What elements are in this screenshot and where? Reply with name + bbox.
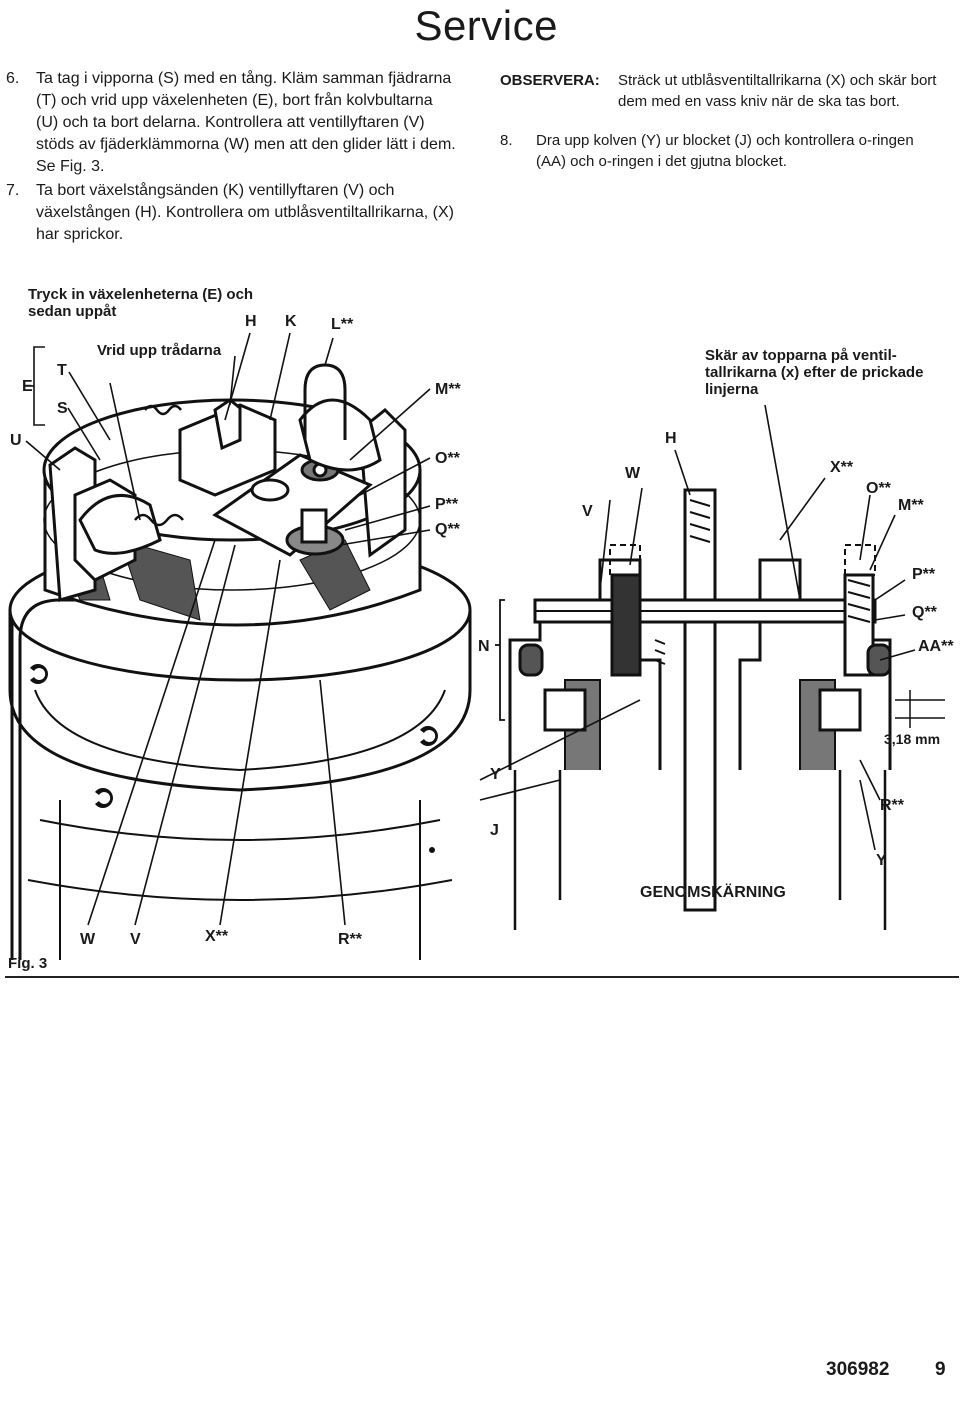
label-AA: AA** [918, 638, 954, 655]
label-H-right: H [665, 430, 677, 447]
label-P: P** [435, 496, 459, 513]
label-W: W [80, 931, 96, 948]
section-label: GENOMSKÄRNING [640, 884, 786, 901]
label-J: J [490, 822, 499, 839]
label-M: M** [435, 381, 461, 398]
caption-twist: Vrid upp trådarna [97, 342, 222, 359]
step-text: Ta tag i vipporna (S) med en tång. Kläm … [36, 70, 456, 175]
figure-rule [5, 976, 959, 978]
step-6: 6. Ta tag i vipporna (S) med en tång. Kl… [6, 68, 456, 178]
label-R-right: R** [880, 797, 905, 814]
note-text: Sträck ut utblåsventiltallrikarna (X) oc… [618, 72, 937, 110]
label-M-right: M** [898, 497, 924, 514]
label-P-right: P** [912, 566, 936, 583]
step-text: Dra upp kolven (Y) ur blocket (J) och ko… [536, 132, 914, 170]
dimension-label: 3,18 mm [884, 731, 941, 747]
label-W-right: W [625, 465, 641, 482]
label-Q: Q** [435, 521, 460, 538]
label-O-right: O** [866, 480, 891, 497]
label-O: O** [435, 450, 460, 467]
label-V: V [130, 931, 141, 948]
label-Q-right: Q** [912, 604, 937, 621]
step-number: 6. [6, 70, 20, 87]
step-7: 7. Ta bort växelstångsänden (K) ventilly… [6, 180, 456, 250]
note-label: OBSERVERA: [500, 72, 600, 89]
label-Y-upper: Y [490, 766, 501, 783]
label-H: H [245, 313, 257, 330]
label-N: N [478, 638, 490, 655]
page-number: 9 [935, 1359, 946, 1380]
caption-push: Tryck in växelenheterna (E) och sedan up… [28, 286, 254, 320]
label-K: K [285, 313, 297, 330]
label-L: L** [331, 316, 354, 333]
label-E: E [22, 378, 33, 395]
leader-lines-right [479, 404, 916, 851]
label-S: S [57, 400, 68, 417]
label-V-right: V [582, 503, 593, 520]
step-text: Ta bort växelstångsänden (K) ventillyfta… [36, 182, 454, 243]
caption-cut: Skär av topparna på ventil-tallrikarna (… [705, 347, 924, 398]
step-number: 8. [500, 132, 513, 149]
step-number: 7. [6, 182, 20, 199]
label-Y-lower: Y [876, 852, 887, 869]
leader-lines-left [24, 332, 431, 926]
housing-marks [30, 664, 438, 853]
doc-number: 306982 [826, 1359, 890, 1380]
figure-number: Fig. 3 [8, 955, 48, 972]
label-U: U [10, 432, 22, 449]
valve-body-drawing [42, 398, 422, 627]
page-title: Service [414, 2, 558, 49]
step-8: 8. Dra upp kolven (Y) ur blocket (J) och… [500, 130, 955, 180]
label-T: T [57, 362, 67, 379]
cross-section-drawing [495, 488, 945, 930]
label-R: R** [338, 931, 363, 948]
label-X-right: X** [830, 459, 854, 476]
label-X: X** [205, 928, 229, 945]
